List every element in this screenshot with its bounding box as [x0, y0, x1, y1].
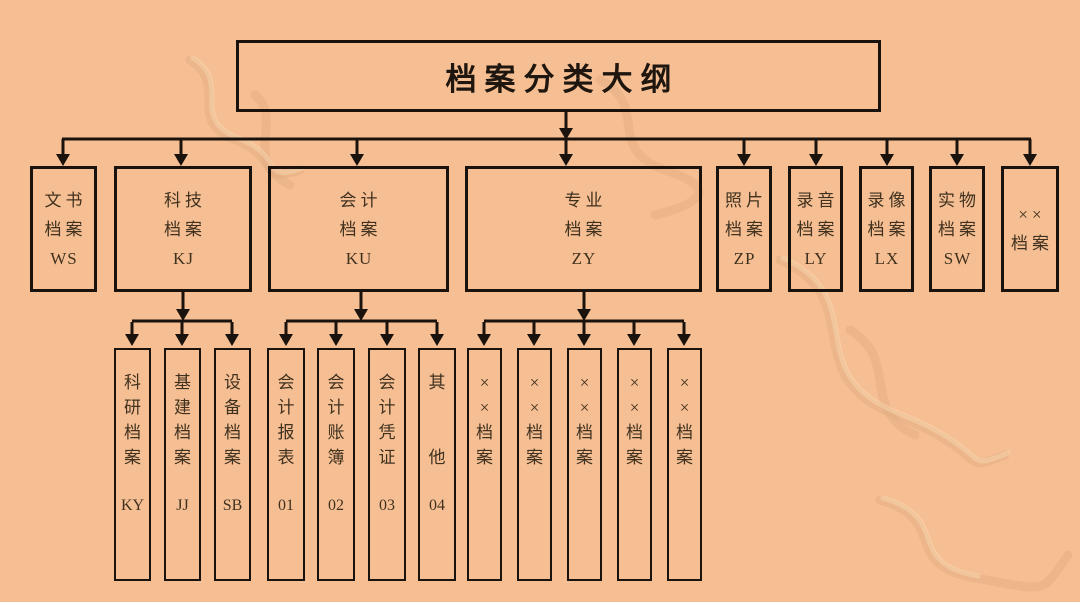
diagram-title: 档案分类大纲: [445, 61, 680, 97]
node-label: 档案: [564, 219, 607, 239]
node-code: LY: [804, 248, 828, 268]
node-label: 录音: [796, 190, 839, 210]
node-code: JJ: [176, 497, 189, 514]
node-code: 01: [278, 497, 294, 514]
node-label: 文书: [44, 190, 87, 210]
node-label: 专业: [564, 190, 607, 210]
node-code: KU: [345, 248, 373, 268]
node-label: ××档案: [626, 373, 643, 467]
node-code: SW: [943, 248, 972, 268]
level2-box-lx: 录像 档案 LX: [859, 166, 914, 292]
node-code: ZY: [571, 248, 597, 268]
node-label: 基建档案: [174, 373, 191, 467]
node-label: 其他: [428, 373, 446, 467]
level2-box-ws: 文书 档案 WS: [30, 166, 97, 292]
node-code: SB: [222, 497, 243, 514]
node-label: 档案: [725, 219, 767, 239]
level3-box-jj: 基建档案 JJ: [164, 348, 201, 581]
level3-box-ky: 科研档案 KY: [114, 348, 151, 581]
node-code: WS: [50, 248, 78, 268]
level3-box-01: 会计报表 01: [267, 348, 305, 581]
level2-box-zy: 专业 档案 ZY: [465, 166, 702, 292]
level3-box-xx-4: ××档案: [617, 348, 652, 581]
node-label: 会计凭证: [378, 373, 396, 467]
node-code: 03: [379, 497, 395, 514]
level3-box-xx-2: ××档案: [517, 348, 552, 581]
node-code: KY: [120, 497, 145, 514]
level3-box-xx-5: ××档案: [667, 348, 702, 581]
node-label: ××档案: [476, 373, 493, 467]
node-label: ××: [1018, 205, 1046, 224]
level3-box-xx-1: ××档案: [467, 348, 502, 581]
node-label: 档案: [1011, 234, 1053, 253]
node-label: 科技: [164, 190, 206, 210]
level3-box-xx-3: ××档案: [567, 348, 602, 581]
level2-box-ku: 会计 档案 KU: [268, 166, 449, 292]
watermark: [185, 55, 1073, 592]
root-node-box: 档案分类大纲: [236, 40, 881, 112]
node-label: 会计: [339, 190, 382, 210]
node-label: ××档案: [526, 373, 543, 467]
level3-box-sb: 设备档案 SB: [214, 348, 251, 581]
node-label: 会计报表: [277, 373, 295, 467]
node-label: ××档案: [576, 373, 593, 467]
level3-box-04: 其他 04: [418, 348, 456, 581]
level2-box-kj: 科技 档案 KJ: [114, 166, 252, 292]
node-label: 档案: [44, 219, 87, 239]
node-label: 照片: [725, 190, 767, 210]
node-label: 录像: [867, 190, 910, 210]
node-label: 设备档案: [224, 373, 241, 467]
node-label: 会计账簿: [327, 373, 345, 467]
level2-box-zp: 照片 档案 ZP: [716, 166, 772, 292]
node-label: 实物: [938, 190, 980, 210]
node-code: ZP: [733, 248, 756, 268]
node-label: 档案: [796, 219, 839, 239]
node-label: 档案: [339, 219, 382, 239]
node-label: 档案: [867, 219, 910, 239]
node-code: LX: [874, 248, 900, 268]
node-code: 02: [328, 497, 344, 514]
level2-box-xx: ×× 档案: [1001, 166, 1059, 292]
level2-box-ly: 录音 档案 LY: [788, 166, 843, 292]
node-code: 04: [429, 497, 445, 514]
node-label: 档案: [164, 219, 206, 239]
level3-box-02: 会计账簿 02: [317, 348, 355, 581]
node-code: KJ: [173, 248, 194, 268]
level3-box-03: 会计凭证 03: [368, 348, 406, 581]
node-label: 档案: [938, 219, 980, 239]
node-label: ××档案: [676, 373, 693, 467]
node-label: 科研档案: [124, 373, 141, 467]
level2-box-sw: 实物 档案 SW: [929, 166, 985, 292]
